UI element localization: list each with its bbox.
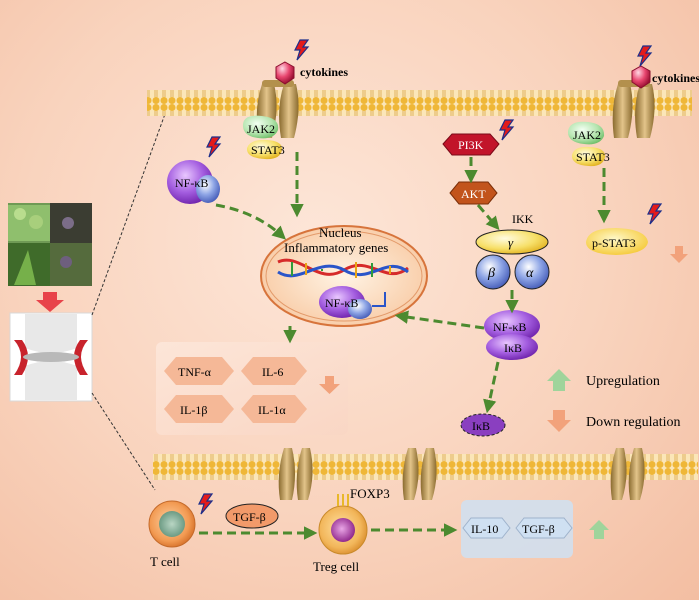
- il-10: IL-10: [462, 517, 511, 539]
- cytokines-label-right: cytokines: [652, 71, 699, 85]
- svg-text:STAT3: STAT3: [576, 150, 610, 164]
- svg-text:PI3K: PI3K: [458, 138, 484, 152]
- il-1-alpha: IL-1α: [241, 395, 307, 423]
- svg-text:IL-1α: IL-1α: [258, 403, 286, 417]
- receptor-lower-3: [610, 448, 645, 500]
- svg-text:TGF-β: TGF-β: [233, 510, 266, 524]
- arrow-nfkb-to-nucleus-translocation: [394, 310, 485, 330]
- legend-up-arrow: [547, 369, 571, 391]
- stat3-right: STAT3: [571, 146, 610, 167]
- svg-text:STAT3: STAT3: [251, 143, 285, 157]
- foxp3-label: FOXP3: [350, 486, 390, 501]
- cytokine-right: [631, 45, 652, 89]
- anti-inflammatory-up-arrow: [589, 520, 609, 539]
- down-to-joint-arrow: [36, 292, 64, 312]
- il-6: IL-6: [241, 357, 307, 385]
- svg-text:NF-κB: NF-κB: [175, 176, 208, 190]
- svg-text:IL-6: IL-6: [262, 365, 283, 379]
- ikk-alpha: α: [514, 254, 550, 290]
- ikk-label: IKK: [512, 212, 534, 226]
- svg-text:NF-κB: NF-κB: [493, 320, 526, 334]
- svg-text:TNF-α: TNF-α: [178, 365, 212, 379]
- dna-helix: [277, 258, 409, 278]
- t-cell-label: T cell: [150, 554, 180, 569]
- svg-text:AKT: AKT: [461, 187, 486, 201]
- treg-cell: [318, 494, 368, 555]
- svg-text:γ: γ: [508, 235, 514, 250]
- cytokines-down-arrow: [319, 376, 340, 394]
- inflammatory-genes-label: Inflammatory genes: [284, 240, 388, 255]
- zoom-line-bottom: [91, 392, 156, 491]
- tgf-beta-output: TGF-β: [515, 517, 573, 539]
- cytokine-left: [275, 39, 309, 85]
- svg-text:JAK2: JAK2: [247, 122, 275, 136]
- svg-text:TGF-β: TGF-β: [522, 522, 555, 536]
- dna-binding-link: [372, 292, 386, 307]
- svg-text:IL-10: IL-10: [471, 522, 498, 536]
- svg-text:β: β: [487, 266, 495, 281]
- upper-cell-membrane: [147, 90, 692, 116]
- treg-cell-label: Treg cell: [313, 559, 359, 574]
- receptor-right: [612, 80, 655, 138]
- arrow-akt-to-ikk: [476, 204, 500, 231]
- svg-text:p-STAT3: p-STAT3: [592, 236, 636, 250]
- t-cell: [148, 493, 213, 548]
- tgf-beta-secreted: TGF-β: [225, 503, 279, 529]
- svg-text:IκB: IκB: [504, 341, 522, 355]
- svg-text:α: α: [526, 266, 534, 281]
- joint-illustration: [9, 312, 93, 402]
- receptor-lower-1: [278, 448, 313, 500]
- nfkb-ikb-complex: NF-κB IκB: [484, 310, 540, 360]
- svg-text:IκB: IκB: [472, 419, 490, 433]
- nucleus-label: Nucleus: [319, 225, 362, 240]
- signaling-arrows: [199, 152, 611, 540]
- svg-text:JAK2: JAK2: [573, 128, 601, 142]
- p-stat3-node: p-STAT3: [586, 203, 662, 255]
- il-1-beta: IL-1β: [164, 395, 234, 423]
- nfkb-cytoplasm: NF-κB: [167, 136, 221, 204]
- arrow-nfkb-to-nucleus: [215, 203, 286, 240]
- receptor-lower-2: [402, 448, 437, 500]
- ikb-free: IκB: [460, 413, 506, 437]
- nfkb-nucleus: NF-κB: [319, 286, 372, 319]
- zoom-line-top: [91, 113, 166, 316]
- cytokines-label-left: cytokines: [300, 65, 348, 79]
- svg-text:NF-κB: NF-κB: [325, 296, 358, 310]
- legend-down-arrow: [547, 410, 571, 432]
- jak2-left: JAK2: [242, 115, 279, 139]
- jak2-right: JAK2: [567, 121, 605, 145]
- herb-panel: [8, 203, 92, 286]
- ikk-gamma: γ: [475, 229, 549, 255]
- akt-node: AKT: [449, 181, 498, 205]
- p-stat3-down-arrow: [670, 246, 688, 263]
- tnf-alpha: TNF-α: [164, 357, 234, 385]
- ikk-beta: β: [475, 254, 511, 290]
- legend-upregulation: Upregulation: [586, 374, 660, 389]
- stat3-left: STAT3: [246, 139, 285, 160]
- pi3k-node: PI3K: [442, 119, 514, 156]
- svg-text:IL-1β: IL-1β: [180, 403, 207, 417]
- arrow-ikb-degradation: [483, 361, 500, 414]
- legend-downregulation: Down regulation: [586, 415, 680, 430]
